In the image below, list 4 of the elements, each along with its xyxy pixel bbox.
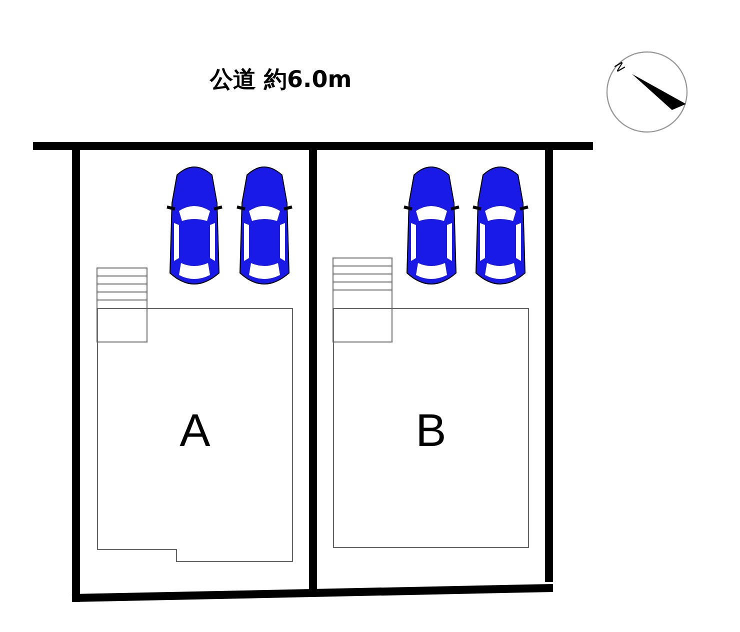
lot-letter: B bbox=[416, 407, 446, 453]
lot-letter: A bbox=[180, 407, 210, 453]
north-label: N bbox=[611, 60, 628, 74]
road-width-label: 公道 約6.0m bbox=[210, 66, 352, 95]
